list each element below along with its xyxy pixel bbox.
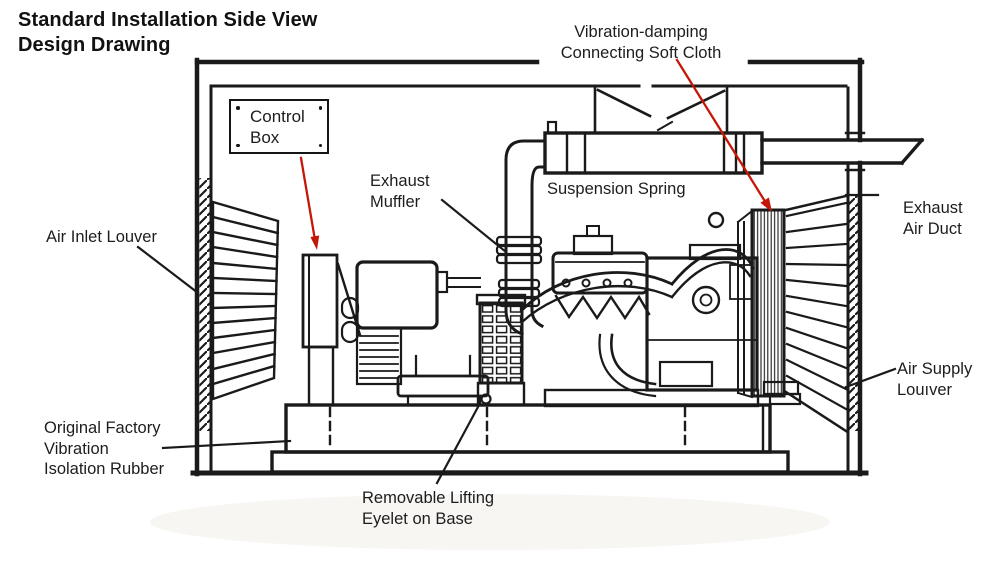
arrow-soft-cloth — [675, 58, 772, 212]
leader-air-supply-louver — [844, 367, 897, 389]
arrow-control-box — [299, 156, 320, 250]
label-air-inlet-louver: Air Inlet Louver — [46, 228, 157, 246]
label-suspension-spring: Suspension Spring — [547, 180, 686, 198]
screw-dot — [318, 143, 322, 147]
engine — [520, 225, 760, 408]
label-vibration-damping: Vibration-damping Connecting Soft Cloth — [560, 23, 722, 62]
title-line-1: Standard Installation Side View — [18, 9, 318, 31]
title-line-2: Design Drawing — [18, 34, 171, 56]
left-wall-hatch — [199, 178, 211, 431]
drawing-title: Standard Installation Side View Design D… — [18, 8, 317, 58]
red-arrows — [299, 58, 772, 250]
label-vibration-isolation: Original Factory Vibration Isolation Rub… — [44, 419, 165, 478]
leader-exhaust-muffler — [440, 198, 508, 254]
label-control-box: Control Box — [229, 99, 329, 154]
paper-shadow — [150, 494, 830, 550]
radiator-cap — [707, 211, 725, 229]
mounting-bench — [396, 354, 492, 407]
screw-dot — [236, 143, 240, 147]
inner-enclosure — [209, 84, 850, 474]
screw-dot — [318, 106, 322, 110]
leader-lines — [136, 193, 897, 485]
flywheel-housing — [475, 293, 527, 407]
air-inlet-louver-panel — [211, 200, 280, 401]
genset-control-panel — [301, 253, 362, 407]
air-supply-louver-panel — [784, 194, 861, 433]
label-lifting-eyelet: Removable Lifting Eyelet on Base — [362, 489, 495, 528]
exhaust-flex-pipe — [495, 139, 547, 336]
base-skid — [270, 403, 790, 474]
screw-dot — [236, 106, 240, 110]
louver-wall-hatch — [849, 196, 861, 431]
exhaust-muffler-body — [543, 120, 764, 175]
label-exhaust-air-duct: Exhaust Air Duct — [903, 199, 963, 238]
radiator — [707, 208, 802, 406]
alternator — [340, 260, 481, 386]
leader-vibration-isolation — [161, 439, 292, 450]
exhaust-tail-pipe — [760, 131, 925, 172]
suspension-hanger — [593, 85, 729, 135]
label-exhaust-muffler: Exhaust Muffler — [370, 172, 430, 211]
label-air-supply-louver: Air Supply Louıver — [897, 360, 973, 399]
leader-lifting-eyelet — [435, 405, 480, 485]
leader-air-inlet-louver — [136, 245, 200, 295]
